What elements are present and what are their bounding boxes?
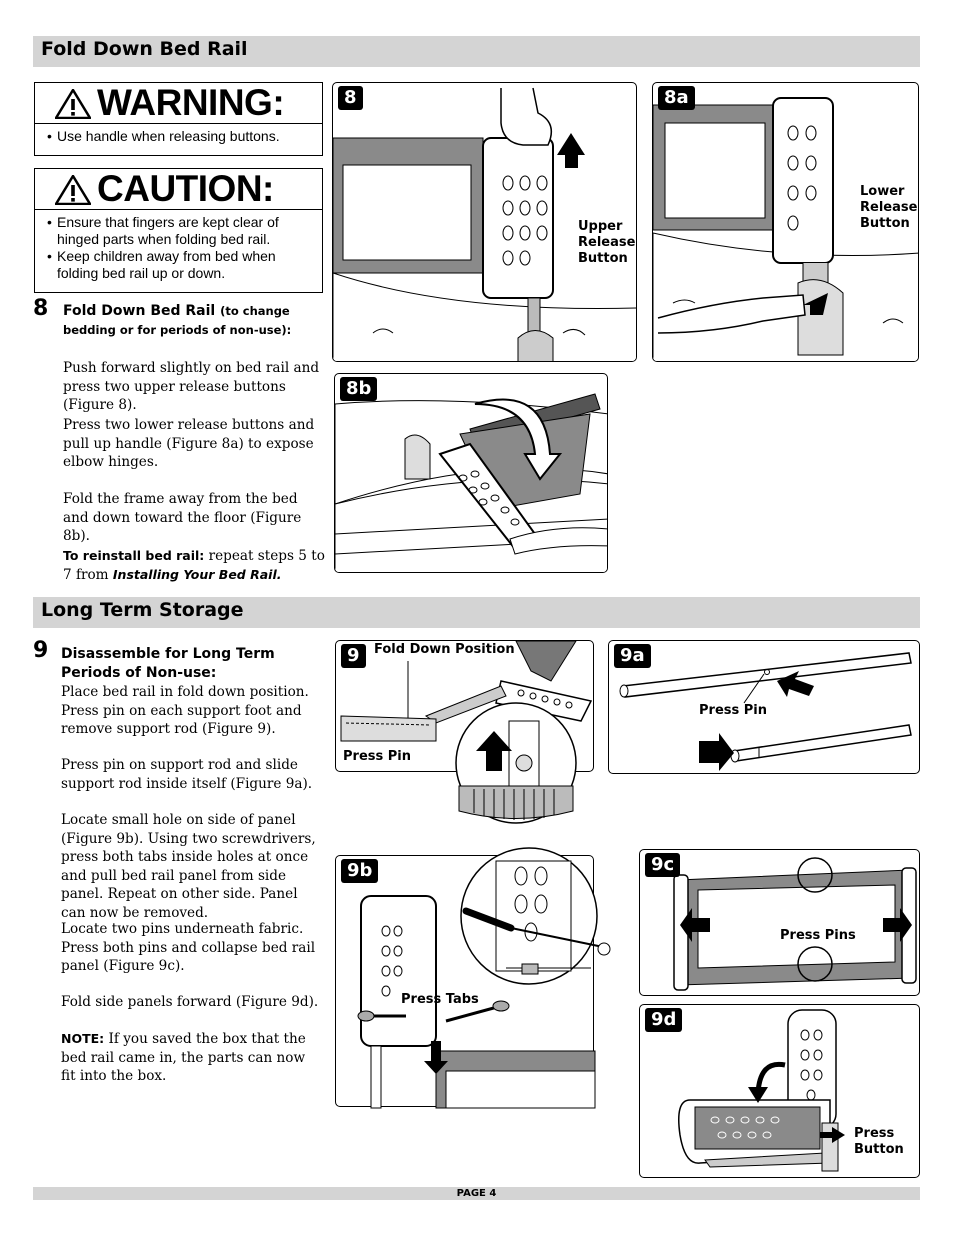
step-9-note: NOTE: If you saved the box that the bed … <box>61 1030 323 1086</box>
caution-item: Ensure that fingers are kept clear of hi… <box>47 214 316 248</box>
section-bar-long-term: Long Term Storage <box>33 597 920 628</box>
figure-9-illustration <box>340 641 593 742</box>
section-bar-fold-down: Fold Down Bed Rail <box>33 36 920 67</box>
figure-9b-illustration <box>357 847 611 1109</box>
warning-title: WARNING: <box>97 82 285 123</box>
warning-item: Use handle when releasing buttons. <box>47 128 316 145</box>
figure-9d: 9d Press Button <box>639 1004 920 1178</box>
figure-label: 9d <box>645 1008 683 1032</box>
note-text: If you saved the box that the bed rail c… <box>61 1031 306 1084</box>
figure-8a: 8a Lower Release Button <box>652 82 919 362</box>
step-9-paragraph: Locate small hole on side of panel (Figu… <box>61 812 316 921</box>
step-9-number: 9 <box>33 638 49 663</box>
figure-label: 8 <box>338 86 363 110</box>
figure-9c-illustration <box>673 857 917 991</box>
warning-box: WARNING: Use handle when releasing butto… <box>34 82 323 156</box>
figure-8: 8 Upper Release Button <box>332 82 637 362</box>
caution-item: Keep children away from bed when folding… <box>47 248 316 282</box>
step-8-title: Fold Down Bed Rail <box>63 303 216 319</box>
figure-9-title: Fold Down Position <box>374 642 515 657</box>
figure-9a: 9a Press Pin <box>608 640 920 774</box>
callout-press-pin: Press Pin <box>699 703 767 718</box>
reinstall-label: To reinstall bed rail: <box>63 548 205 563</box>
caution-header: CAUTION: <box>35 168 322 210</box>
step-9-paragraph: Press pin on support rod and slide suppo… <box>61 757 313 792</box>
caution-box: CAUTION: Ensure that fingers are kept cl… <box>34 168 323 293</box>
figure-label: 8a <box>658 86 695 110</box>
caution-body: Ensure that fingers are kept clear of hi… <box>35 210 322 282</box>
section-title-fold-down: Fold Down Bed Rail <box>41 38 248 60</box>
callout-press-pin: Press Pin <box>343 749 411 764</box>
figure-9a-illustration <box>619 652 912 771</box>
figure-9c: 9c Press Pins <box>639 849 920 996</box>
figure-8b-illustration <box>335 393 607 572</box>
figure-label: 9c <box>645 853 681 877</box>
step-8-paragraph: Press two lower release buttons and pull… <box>63 417 315 470</box>
step-9-paragraph: Locate two pins underneath fabric. Press… <box>61 921 316 974</box>
step-8-subtitle: (to change bedding or for periods of non… <box>63 304 292 337</box>
figure-9-detail-circle <box>455 702 577 824</box>
caution-title: CAUTION: <box>97 168 274 209</box>
warning-header: WARNING: <box>35 82 322 124</box>
figure-8a-illustration <box>653 97 918 361</box>
figure-9d-illustration <box>678 1009 845 1172</box>
figure-9b: 9b Press Tabs <box>335 847 611 1109</box>
step-9-title: Disassemble for Long Term Periods of Non… <box>61 646 275 681</box>
step-8-heading: Fold Down Bed Rail (to change bedding or… <box>63 302 325 340</box>
figure-8-illustration <box>333 87 636 361</box>
reinstall-text: repeat steps 5 to 7 from <box>63 548 325 583</box>
section-title-long-term: Long Term Storage <box>41 599 244 621</box>
figure-label: 8b <box>340 377 378 401</box>
callout-press-tabs: Press Tabs <box>401 992 479 1007</box>
warning-body: Use handle when releasing buttons. <box>35 124 322 145</box>
step-8-reinstall: To reinstall bed rail: repeat steps 5 to… <box>63 547 325 584</box>
step-8-number: 8 <box>33 296 49 321</box>
figure-label: 9a <box>614 644 651 668</box>
callout-press-pins: Press Pins <box>780 928 856 943</box>
figure-label: 9 <box>341 644 366 668</box>
step-8-paragraph: Fold the frame away from the bed and dow… <box>63 491 302 544</box>
figure-label: 9b <box>341 859 379 883</box>
step-9-paragraph: Fold side panels forward (Figure 9d). <box>61 994 319 1010</box>
note-label: NOTE: <box>61 1031 105 1046</box>
step-8-paragraph: Push forward slightly on bed rail and pr… <box>63 360 320 413</box>
callout-press-button: Press Button <box>854 1126 904 1157</box>
figure-9: 9 Fold Down Position Press Pin <box>335 640 594 824</box>
warning-triangle-icon <box>55 175 91 205</box>
warning-triangle-icon <box>55 89 91 119</box>
figure-8b: 8b <box>334 373 608 573</box>
callout-lower-release-button: Lower Release Button <box>860 184 918 231</box>
page-footer: PAGE 4 <box>33 1187 920 1200</box>
step-9-paragraph: Place bed rail in fold down position. Pr… <box>61 684 309 737</box>
callout-upper-release-button: Upper Release Button <box>578 219 636 266</box>
reinstall-ref: Installing Your Bed Rail. <box>112 566 282 582</box>
